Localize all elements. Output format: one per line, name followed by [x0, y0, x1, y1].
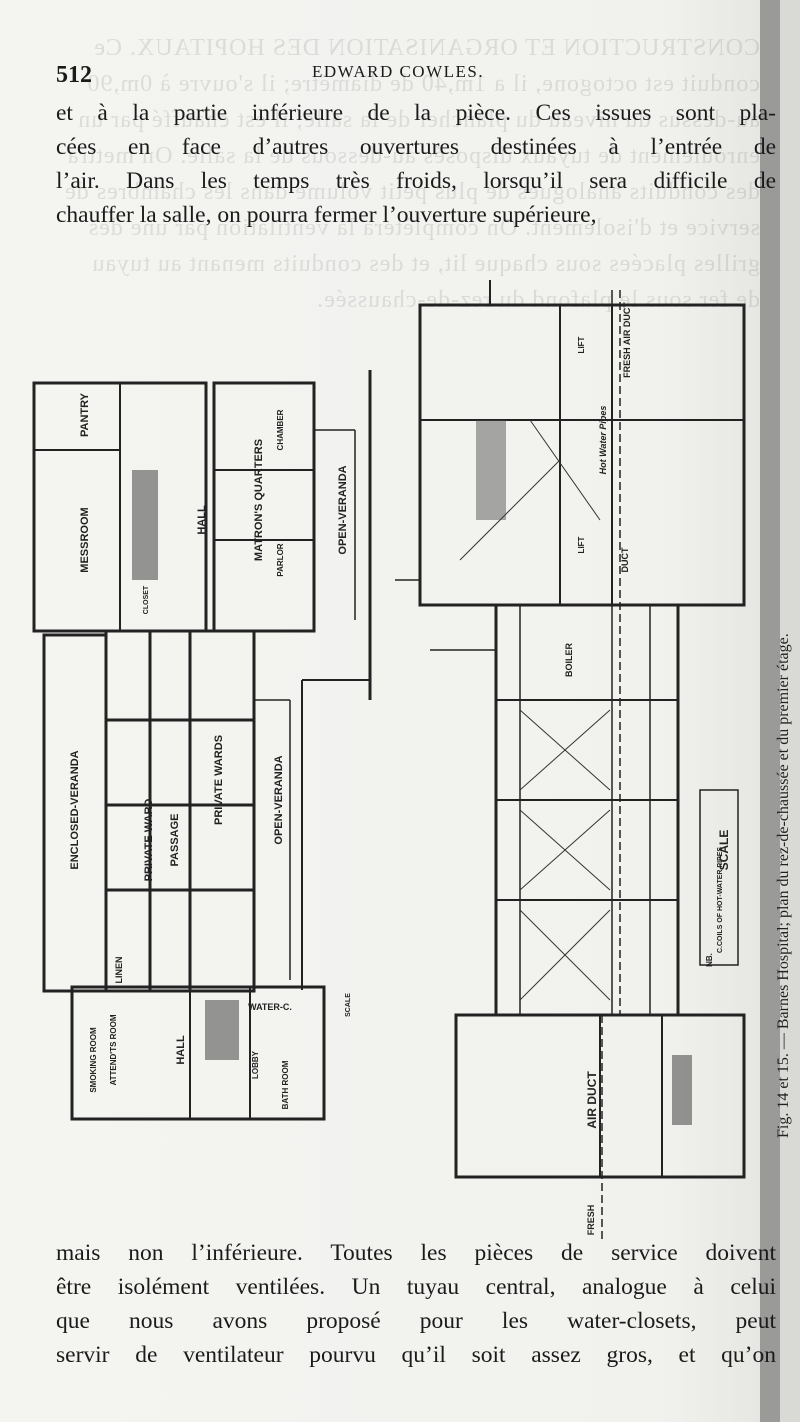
label-linen: LINEN [114, 957, 124, 984]
bottom-block [70, 985, 326, 1121]
page-edge [760, 0, 780, 1422]
running-head: EDWARD COWLES. [312, 62, 485, 81]
label-private-wards: PRIVATE WARDS [213, 735, 225, 825]
label-pantry: PANTRY [79, 392, 91, 437]
text-line: chauffer la salle, on pourra fermer l’ou… [56, 202, 597, 228]
label-messroom: MESSROOM [79, 507, 91, 572]
label-scale-small: SCALE [345, 993, 352, 1017]
label-open-veranda-bottom: OPEN-VERANDA [273, 755, 285, 844]
label-hall-top: HALL [196, 505, 208, 535]
label-fresh-bottom: FRESH [586, 1205, 596, 1236]
label-bath-room: BATH ROOM [281, 1060, 290, 1109]
text-line: et à la partie inférieure de la pièce. C… [56, 100, 776, 126]
label-parlor: PARLOR [276, 543, 285, 576]
wing-top-right [212, 381, 316, 633]
label-lift-mid: LIFT [577, 536, 586, 553]
text-line: mais non l’inférieure. Toutes les pièces… [56, 1240, 776, 1266]
figure-caption: Fig. 14 et 15. — Barnes Hospital; plan d… [775, 633, 792, 1138]
label-boiler: BOILER [564, 643, 574, 678]
text-line: servir de ventilateur pourvu qu’il soit … [56, 1342, 776, 1368]
label-water-closet: WATER-C. [248, 1002, 292, 1012]
label-hot-water-pipes: Hot Water Pipes [598, 406, 608, 475]
label-air-duct: AIR DUCT [585, 1071, 599, 1129]
text-line: que nous avons proposé pour les water-cl… [56, 1308, 776, 1334]
ward-block [104, 629, 256, 993]
label-scale: SCALE [717, 830, 731, 871]
text-line: l’air. Dans les temps très froids, lorsq… [56, 168, 776, 194]
label-lobby: LOBBY [251, 1050, 260, 1079]
label-private-ward: PRIVATE WARD [143, 799, 155, 882]
text-line: cées en face d’autres ouvertures destiné… [56, 134, 776, 160]
legend-coils: C.COILS OF HOT-WATER PIPES [717, 847, 724, 953]
label-smoking-room: SMOKING ROOM [89, 1027, 98, 1093]
label-closet: CLOSET [143, 585, 150, 614]
page-number: 512 [56, 62, 92, 88]
label-matrons-quarters: MATRON'S QUARTERS [253, 439, 265, 561]
label-chamber: CHAMBER [276, 409, 285, 450]
paragraph-top: et à la partie inférieure de la pièce. C… [56, 96, 776, 232]
paragraph-bottom: mais non l’inférieure. Toutes les pièces… [56, 1236, 776, 1372]
label-hall-bottom: HALL [175, 1035, 187, 1065]
text-line: être isolément ventilées. Un tuyau centr… [56, 1274, 776, 1300]
label-passage: PASSAGE [169, 814, 181, 867]
label-enclosed-veranda: ENCLOSED-VERANDA [69, 750, 81, 869]
legend-nb: NB. [705, 953, 714, 967]
label-attendants-room: ATTEND'TS ROOM [109, 1014, 118, 1085]
label-open-veranda-top: OPEN-VERANDA [337, 465, 349, 554]
label-duct: DUCT [620, 547, 630, 572]
label-fresh-air-duct-top: FRESH AIR DUCT [622, 302, 632, 378]
label-lift-top: LIFT [577, 336, 586, 353]
